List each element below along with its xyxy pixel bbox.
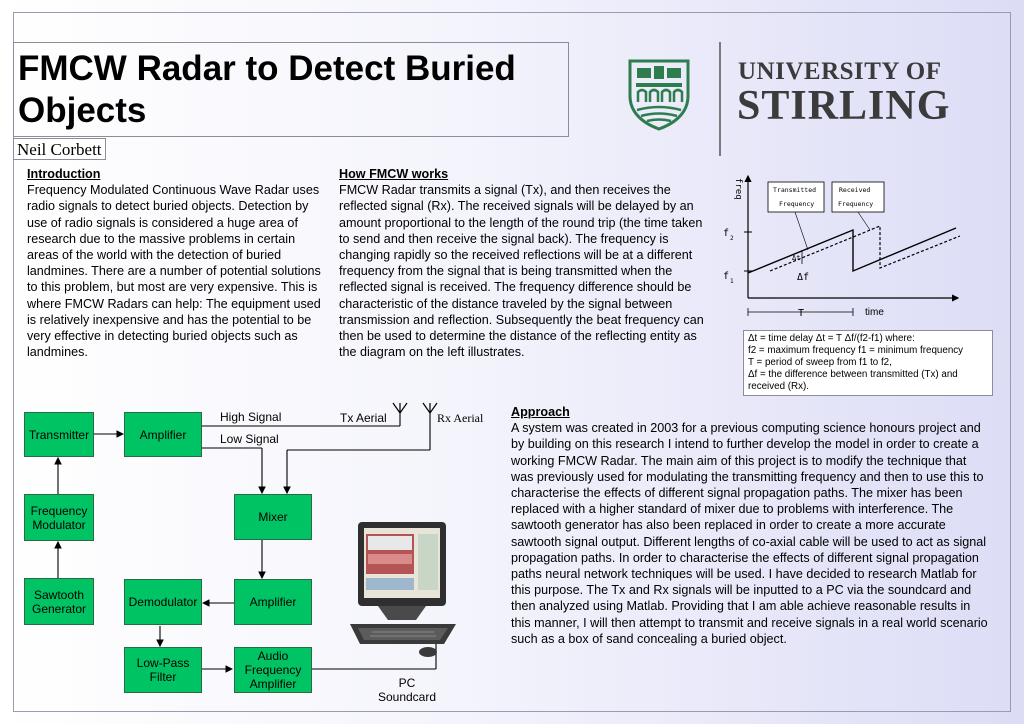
transmitter-block: Transmitter	[24, 412, 94, 457]
introduction-body: Frequency Modulated Continuous Wave Rada…	[27, 183, 321, 360]
legend-line2: f2 = maximum frequency f1 = minimum freq…	[748, 345, 964, 356]
f2-subscript: 2	[730, 235, 734, 242]
sawtooth-generator-block: Sawtooth Generator	[24, 578, 94, 625]
amplifier-bottom-block: Amplifier	[234, 579, 312, 625]
legend-line4: Δf = the difference between transmitted …	[748, 369, 958, 392]
approach-body: A system was created in 2003 for a previ…	[511, 421, 988, 646]
introduction-section: Introduction Frequency Modulated Continu…	[27, 166, 327, 360]
low-signal-label: Low Signal	[220, 432, 279, 446]
time-axis-label: time	[865, 307, 884, 318]
high-signal-label: High Signal	[220, 410, 282, 424]
rx-aerial-icon	[422, 402, 438, 414]
frequency-modulator-block: Frequency Modulator	[24, 494, 94, 541]
author-name: Neil Corbett	[13, 138, 106, 160]
received-callout	[831, 181, 885, 213]
transmitted-callout-line1: Transmitted	[773, 186, 816, 194]
formula-legend: Δt = time delay Δt = T Δf/(f2-f1) where:…	[743, 330, 993, 396]
how-fmcw-heading: How FMCW works	[339, 167, 449, 181]
approach-section: Approach A system was created in 2003 fo…	[511, 404, 991, 647]
delta-f-label: Δf	[797, 272, 809, 283]
low-pass-filter-block: Low-Pass Filter	[124, 647, 202, 693]
university-name-line1: UNIVERSITY OF	[738, 58, 942, 85]
legend-line3: T = period of sweep from f1 to f2,	[748, 357, 892, 368]
period-label: T	[798, 308, 804, 319]
pc-computer-icon	[350, 522, 456, 657]
demodulator-block: Demodulator	[124, 579, 202, 625]
transmitted-callout-line2: Frequency	[779, 200, 814, 208]
approach-heading: Approach	[511, 405, 570, 419]
how-fmcw-body: FMCW Radar transmits a signal (Tx), and …	[339, 183, 704, 360]
tx-aerial-icon	[392, 402, 408, 414]
f2-label: f	[723, 228, 729, 239]
university-name-line2: STIRLING	[737, 83, 951, 129]
received-callout-line1: Received	[839, 186, 870, 194]
poster-frame	[13, 12, 1011, 712]
legend-line1: Δt = time delay Δt = T Δf/(f2-f1) where:	[748, 333, 915, 344]
introduction-heading: Introduction	[27, 167, 101, 181]
transmitted-callout	[767, 181, 825, 213]
logo-divider	[719, 42, 721, 156]
f1-label: f	[723, 271, 729, 282]
pc-soundcard-label: PC Soundcard	[377, 676, 437, 704]
rx-aerial-label: Rx Aerial	[437, 411, 484, 425]
title-box	[13, 42, 569, 137]
audio-amplifier-block: Audio Frequency Amplifier	[234, 647, 312, 693]
mixer-block: Mixer	[234, 494, 312, 540]
y-axis-label: freq	[733, 178, 743, 200]
amplifier-top-block: Amplifier	[124, 412, 202, 457]
tx-aerial-label: Tx Aerial	[340, 411, 387, 425]
page-title: FMCW Radar to Detect Buried Objects	[18, 49, 516, 130]
frequency-time-graph: freq f 2 f 1 Δt Δf Transmitted Frequency…	[723, 174, 961, 319]
how-fmcw-section: How FMCW works FMCW Radar transmits a si…	[339, 166, 714, 360]
university-crest-icon	[628, 59, 690, 131]
delta-t-label: Δt	[792, 254, 800, 262]
received-callout-line2: Frequency	[838, 200, 873, 208]
f1-subscript: 1	[730, 278, 734, 285]
transmitted-sawtooth	[747, 227, 957, 274]
